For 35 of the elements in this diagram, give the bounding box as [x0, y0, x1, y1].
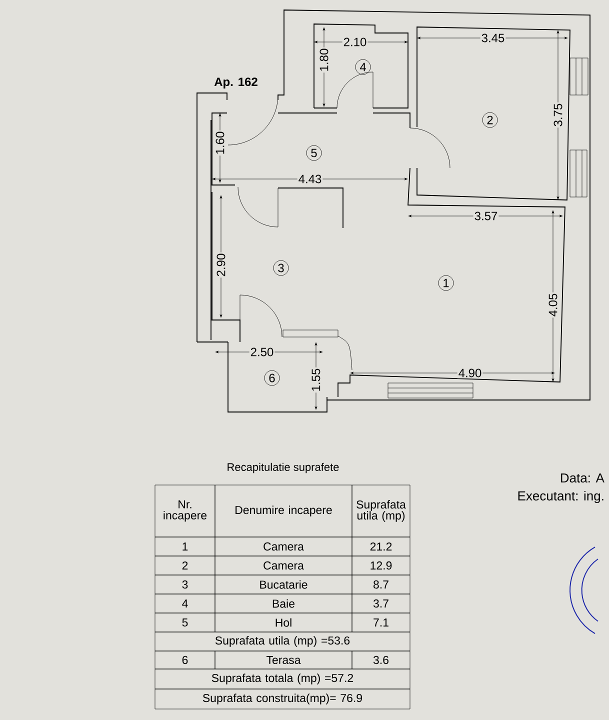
table-cell: Terasa [214, 650, 352, 670]
room-number: 1 [438, 275, 454, 291]
dimension-text: 4.05 [548, 292, 558, 318]
table-title: Recapitulatie suprafete [228, 462, 339, 474]
table-cell: Baie [214, 594, 352, 614]
table-cell: Suprafata construita(mp)= 76.9 [154, 688, 410, 710]
table-cell: 7.1 [352, 612, 410, 632]
table-cell: Suprafata totala (mp) =57.2 [154, 668, 410, 690]
room-number: 3 [273, 260, 289, 276]
table-cell: Denumire incapere [214, 484, 352, 538]
table-cell: Camera [214, 556, 352, 576]
table-cell: 8.7 [352, 574, 410, 594]
table-cell: 2 [154, 556, 216, 576]
table-cell: 3.6 [352, 650, 410, 670]
table-cell: Bucatarie [214, 574, 352, 594]
table-cell: 3 [154, 574, 216, 594]
apartment-label: Ap. 162 [214, 78, 258, 88]
table-cell: 3.7 [352, 594, 410, 614]
table-cell: Suprafata utila (mp) [352, 484, 410, 538]
room-number: 6 [264, 370, 280, 386]
date-text: Data: A [560, 473, 604, 483]
table-cell: Suprafata utila (mp) =53.6 [154, 632, 410, 652]
table-cell: 12.9 [352, 556, 410, 576]
table-cell: 4 [154, 594, 216, 614]
room-number: 2 [482, 112, 498, 128]
table-cell: Hol [214, 612, 352, 632]
room-number: 4 [355, 59, 371, 75]
table-cell: Nr. incapere [154, 484, 216, 538]
table-cell: 21.2 [352, 536, 410, 556]
room-number: 5 [306, 145, 322, 161]
table-cell: 6 [154, 650, 216, 670]
table-cell: 5 [154, 612, 216, 632]
table-cell: Camera [214, 536, 352, 556]
author-text: Executant: ing. [518, 490, 604, 504]
table-cell: 1 [154, 536, 216, 556]
